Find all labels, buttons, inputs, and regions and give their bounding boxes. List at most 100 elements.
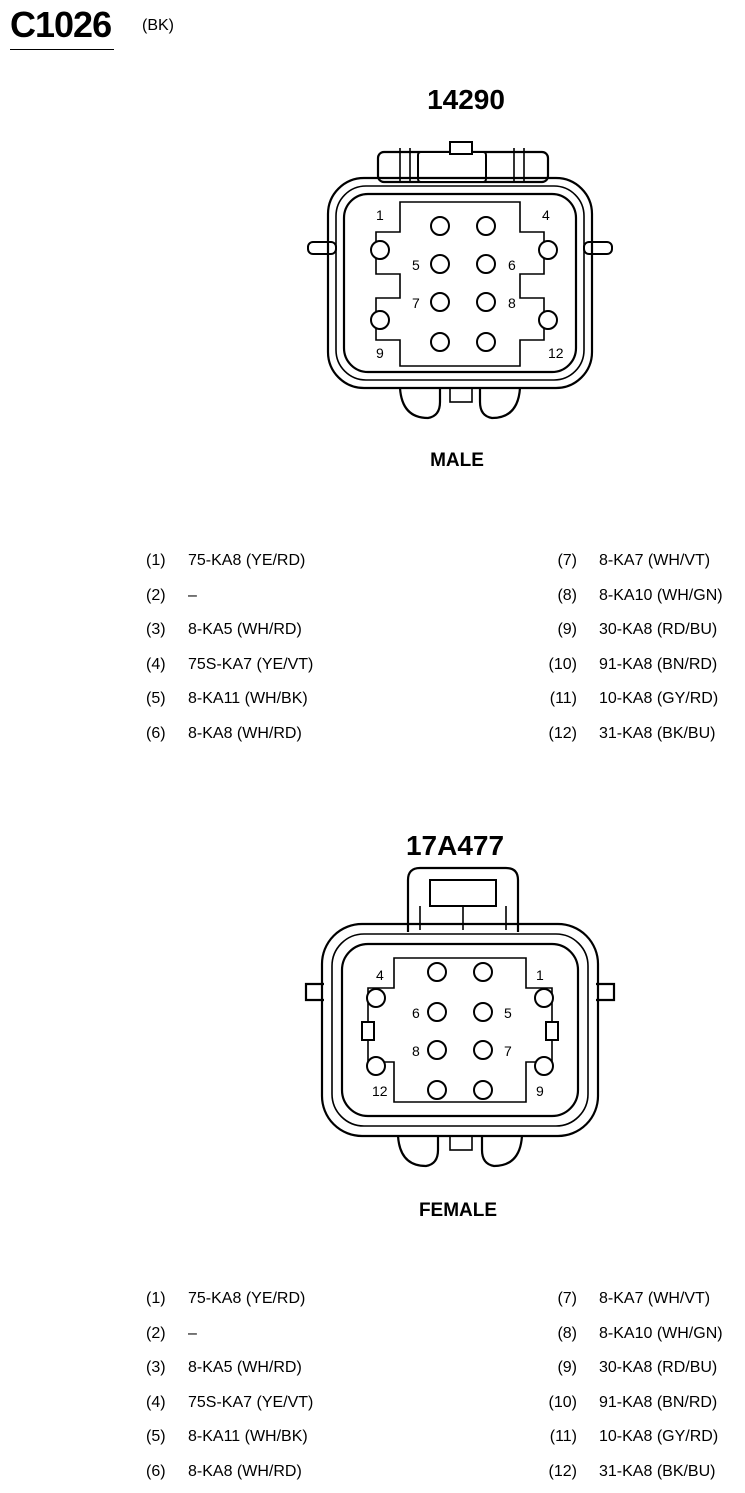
pin-row: (7)8-KA7 (WH/VT) [0,551,745,571]
pin-number: (9) [557,621,577,639]
female-gender-label: FEMALE [418,1200,498,1221]
female-guide-socket [366,1056,386,1076]
male-pin-6 [476,254,496,274]
male-connector-diagram: 1 4 5 6 7 8 9 12 [307,141,613,420]
male-bottom-tab-left [398,387,442,420]
female-cavity-label: 12 [372,1083,388,1099]
male-cavity-label: 12 [548,345,564,361]
male-cavity-label: 6 [508,257,516,273]
female-key [361,1021,375,1041]
pin-number: (4) [146,655,166,673]
female-cavity-label: 9 [536,1083,544,1099]
pin-number: (12) [548,1463,577,1480]
male-pin-11 [476,332,496,352]
female-guide-socket [534,988,554,1008]
pin-number: (1) [146,1290,166,1307]
female-socket-7 [473,1040,493,1060]
pin-number: (7) [557,552,577,569]
pin-row: (12)31-KA8 (BK/BU) [0,1462,745,1482]
male-gender-label: MALE [430,450,484,471]
pin-row: (8) 8-KA10 (WH/GN) [0,586,745,606]
pin-row: (10)91-KA8 (BN/RD) [0,1393,745,1413]
pin-row: (2)– [0,1324,745,1344]
female-part-number: 17A477 [405,830,505,861]
male-cavity-label: 4 [542,207,550,223]
female-left-ear [304,982,324,1002]
pin-number: (6) [146,725,166,742]
male-latch-knob [449,141,473,155]
circuit-label: 10-KA8 (GY/RD) [599,1428,719,1446]
male-bottom-tab-right [478,387,522,420]
female-cavity-label: 8 [412,1043,420,1059]
pin-number: (10) [548,1393,577,1411]
circuit-label: 8-KA8 (WH/RD) [188,1463,302,1480]
circuit-label: 8-KA11 (WH/BK) [188,690,308,708]
circuit-label: – [188,586,197,604]
pin-row: (4)75S-KA7 (YE/VT) [0,655,745,675]
circuit-label: 8-KA7 (WH/VT) [599,1290,711,1307]
female-socket-2 [473,962,493,982]
title-underline [10,49,114,50]
pin-number: (4) [146,1393,166,1411]
pin-number: (3) [146,621,166,639]
pin-row: (5)8-KA11 (WH/BK) [0,689,745,709]
pin-row: (6) 8-KA8 (WH/RD) [0,1462,745,1482]
pin-row: (1)75-KA8 (YE/RD) [0,1289,745,1309]
male-cavity-label: 5 [412,257,420,273]
male-left-ear [307,241,337,255]
male-cavity-label: 7 [412,295,420,311]
female-socket-5 [473,1002,493,1022]
pin-number: (3) [146,1359,166,1377]
pin-row: (1)75-KA8 (YE/RD) [0,551,745,571]
male-pin-3 [476,216,496,236]
female-socket-3 [427,962,447,982]
pin-number: (1) [146,552,166,569]
pin-number: (6) [146,1463,166,1480]
circuit-label: 8-KA10 (WH/GN) [599,586,723,604]
circuit-label: 8-KA10 (WH/GN) [599,1324,723,1342]
male-pin-7 [430,292,450,312]
male-guide-pin [370,240,390,260]
male-right-ear [583,241,613,255]
female-bottom-tab-right [480,1135,524,1168]
female-cavity-label: 6 [412,1005,420,1021]
pin-row: (8) 8-KA10 (WH/GN) [0,1324,745,1344]
pin-row: (7) 8-KA7 (WH/VT) [0,1289,745,1309]
female-key [545,1021,559,1041]
female-right-ear [596,982,616,1002]
pin-number: (9) [557,1359,577,1377]
circuit-label: 8-KA5 (WH/RD) [188,1359,302,1377]
circuit-label: 30-KA8 (RD/BU) [599,1359,718,1377]
pin-number: (2) [146,586,166,604]
male-pin-5 [430,254,450,274]
female-inner-shell [340,942,580,1118]
male-pin-8 [476,292,496,312]
female-socket-8 [427,1040,447,1060]
circuit-label: 8-KA8 (WH/RD) [188,725,302,742]
female-latch-tab [429,879,497,907]
male-inner-shell [342,192,578,374]
female-socket-11 [427,1080,447,1100]
connector-color-code: (BK) [142,17,174,34]
pin-number: (7) [557,1290,577,1307]
male-cavity-label: 8 [508,295,516,311]
pin-row: (10)91-KA8 (BN/RD) [0,655,745,675]
circuit-label: – [188,1324,197,1342]
female-cavity-label: 7 [504,1043,512,1059]
pin-number: (12) [548,725,577,742]
pin-number: (8) [557,586,577,604]
male-cavity-label: 1 [376,207,384,223]
female-latch-housing [406,866,520,932]
male-guide-pin [538,240,558,260]
pin-row: (12) 31-KA8 (BK/BU) [0,724,745,744]
female-socket-6 [427,1002,447,1022]
female-cavity-label: 4 [376,967,384,983]
pin-row: (11)10-KA8 (GY/RD) [0,689,745,709]
circuit-label: 31-KA8 (BK/BU) [599,725,716,742]
pin-number: (5) [146,1428,166,1446]
pin-row: (3) 8-KA5 (WH/RD) [0,620,745,640]
pin-row: (4)75S-KA7 (YE/VT) [0,1393,745,1413]
pin-number: (10) [548,655,577,673]
circuit-label: 8-KA5 (WH/RD) [188,621,302,639]
pin-number: (8) [557,1324,577,1342]
